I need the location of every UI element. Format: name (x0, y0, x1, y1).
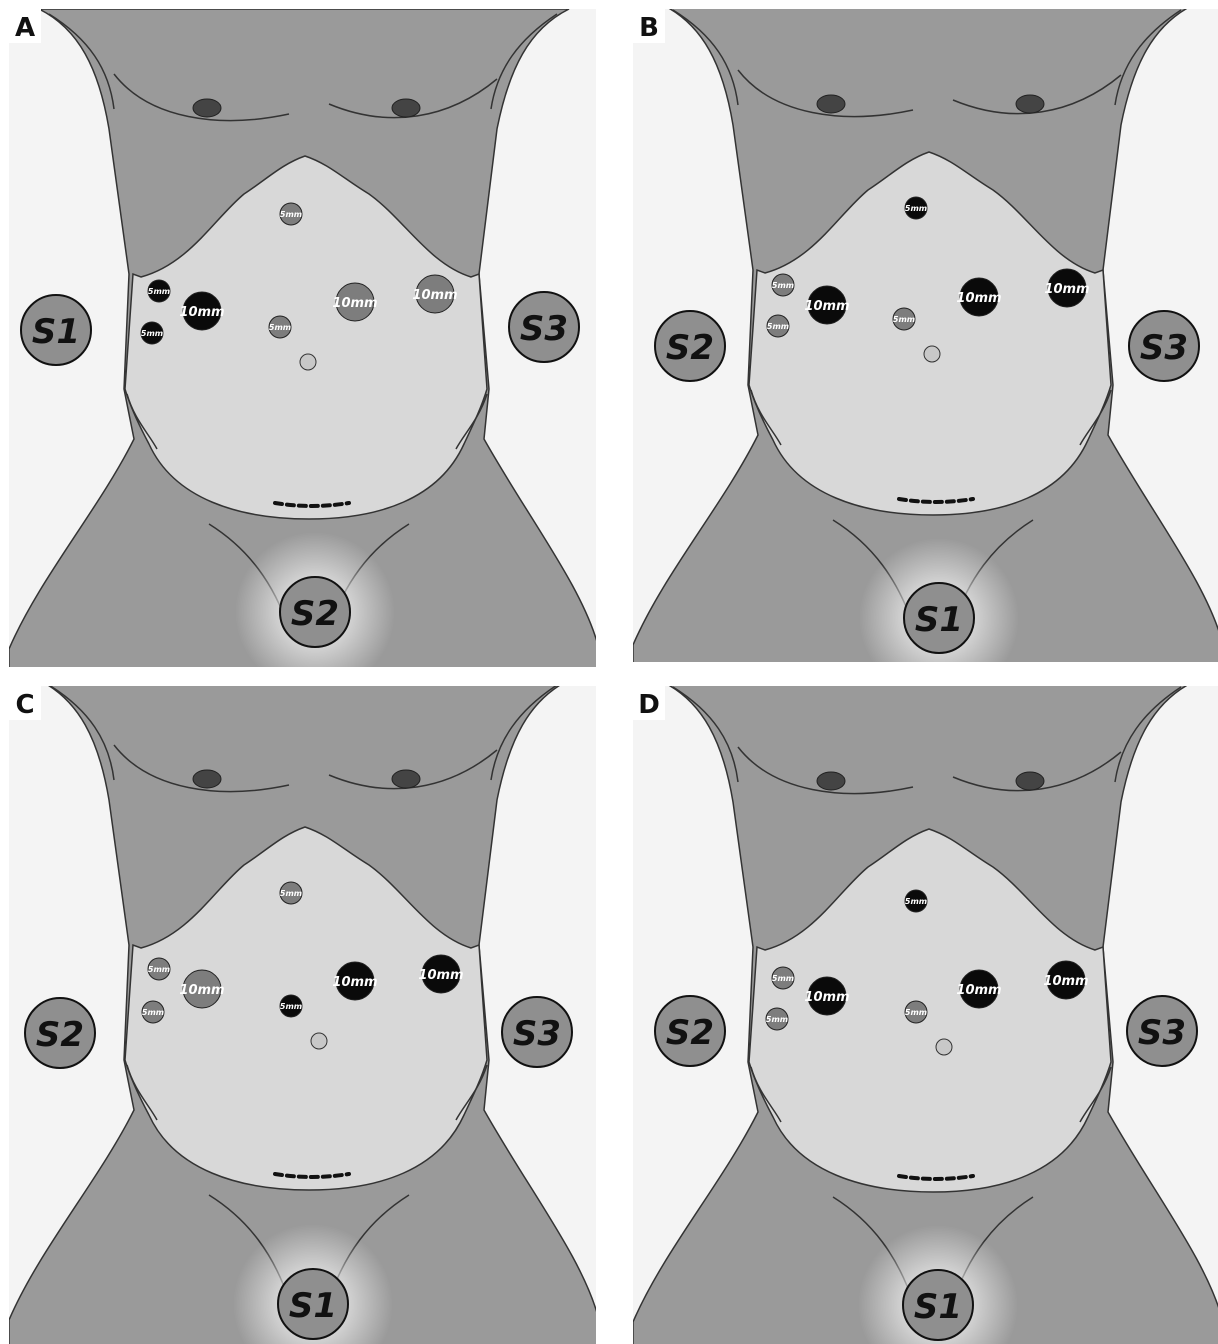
port-5mm: 5mm (280, 203, 302, 225)
surgeon-marker-s3: S3 (502, 997, 572, 1067)
navel (936, 1039, 952, 1055)
surgeon-marker-s3: S3 (1127, 996, 1197, 1066)
surgeon-label: S3 (1140, 328, 1188, 368)
port-label: 10mm (412, 288, 457, 303)
port-label: 5mm (905, 204, 927, 213)
port-label: 10mm (956, 983, 1001, 998)
surgeon-marker-s3: S3 (509, 292, 579, 362)
surgeon-label: S1 (915, 600, 963, 640)
port-label: 10mm (804, 990, 849, 1005)
port-label: 5mm (772, 974, 794, 983)
port-label: 5mm (280, 210, 302, 219)
nipple (1016, 95, 1044, 113)
surgeon-marker-s3: S3 (1129, 311, 1199, 381)
port-label: 5mm (280, 889, 302, 898)
port-label: 5mm (142, 1008, 164, 1017)
port-label: 10mm (1044, 282, 1089, 297)
port-label: 5mm (148, 287, 170, 296)
navel (311, 1033, 327, 1049)
port-label: 10mm (418, 968, 463, 983)
panel-letter: B (633, 9, 665, 43)
port-label: 5mm (905, 897, 927, 906)
port-5mm: 5mm (280, 995, 302, 1017)
surgeon-label: S2 (291, 594, 339, 634)
surgeon-label: S2 (666, 1013, 714, 1053)
port-label: 5mm (905, 1008, 927, 1017)
port-5mm: 5mm (772, 274, 794, 296)
nipple (817, 772, 845, 790)
port-label: 5mm (772, 281, 794, 290)
port-5mm: 5mm (905, 197, 927, 219)
port-label: 5mm (766, 1015, 788, 1024)
port-label: 10mm (956, 291, 1001, 306)
port-5mm: 5mm (767, 315, 789, 337)
port-label: 10mm (179, 305, 224, 320)
port-label: 10mm (804, 299, 849, 314)
port-label: 5mm (269, 323, 291, 332)
surgeon-label: S3 (513, 1014, 561, 1054)
nipple (817, 95, 845, 113)
panel-letter: C (9, 686, 41, 720)
panel-letter: A (9, 9, 41, 43)
port-5mm: 5mm (772, 967, 794, 989)
port-5mm: 5mm (141, 322, 163, 344)
surgeon-marker-s1: S1 (21, 295, 91, 365)
navel (300, 354, 316, 370)
nipple (1016, 772, 1044, 790)
port-5mm: 5mm (148, 958, 170, 980)
surgeon-marker-s2: S2 (25, 998, 95, 1068)
port-label: 5mm (767, 322, 789, 331)
surgeon-marker-s2: S2 (655, 996, 725, 1066)
surgeon-label: S2 (666, 328, 714, 368)
port-label: 10mm (332, 975, 377, 990)
surgeon-label: S3 (520, 309, 568, 349)
surgeon-label: S3 (1138, 1013, 1186, 1053)
port-label: 5mm (280, 1002, 302, 1011)
port-5mm: 5mm (766, 1008, 788, 1030)
surgeon-marker-s2: S2 (655, 311, 725, 381)
port-label: 10mm (1043, 974, 1088, 989)
port-label: 5mm (148, 965, 170, 974)
surgeon-label: S1 (32, 312, 80, 352)
port-5mm: 5mm (905, 1001, 927, 1023)
nipple (392, 770, 420, 788)
port-5mm: 5mm (269, 316, 291, 338)
port-5mm: 5mm (280, 882, 302, 904)
nipple (193, 770, 221, 788)
port-5mm: 5mm (148, 280, 170, 302)
port-5mm: 5mm (905, 890, 927, 912)
surgeon-label: S1 (289, 1286, 337, 1326)
port-5mm: 5mm (893, 308, 915, 330)
port-label: 10mm (179, 983, 224, 998)
port-5mm: 5mm (142, 1001, 164, 1023)
nipple (392, 99, 420, 117)
surgeon-label: S2 (36, 1015, 84, 1055)
navel (924, 346, 940, 362)
port-label: 5mm (893, 315, 915, 324)
port-label: 10mm (332, 296, 377, 311)
surgeon-label: S1 (914, 1287, 962, 1327)
port-label: 5mm (141, 329, 163, 338)
nipple (193, 99, 221, 117)
panel-letter: D (633, 686, 665, 720)
